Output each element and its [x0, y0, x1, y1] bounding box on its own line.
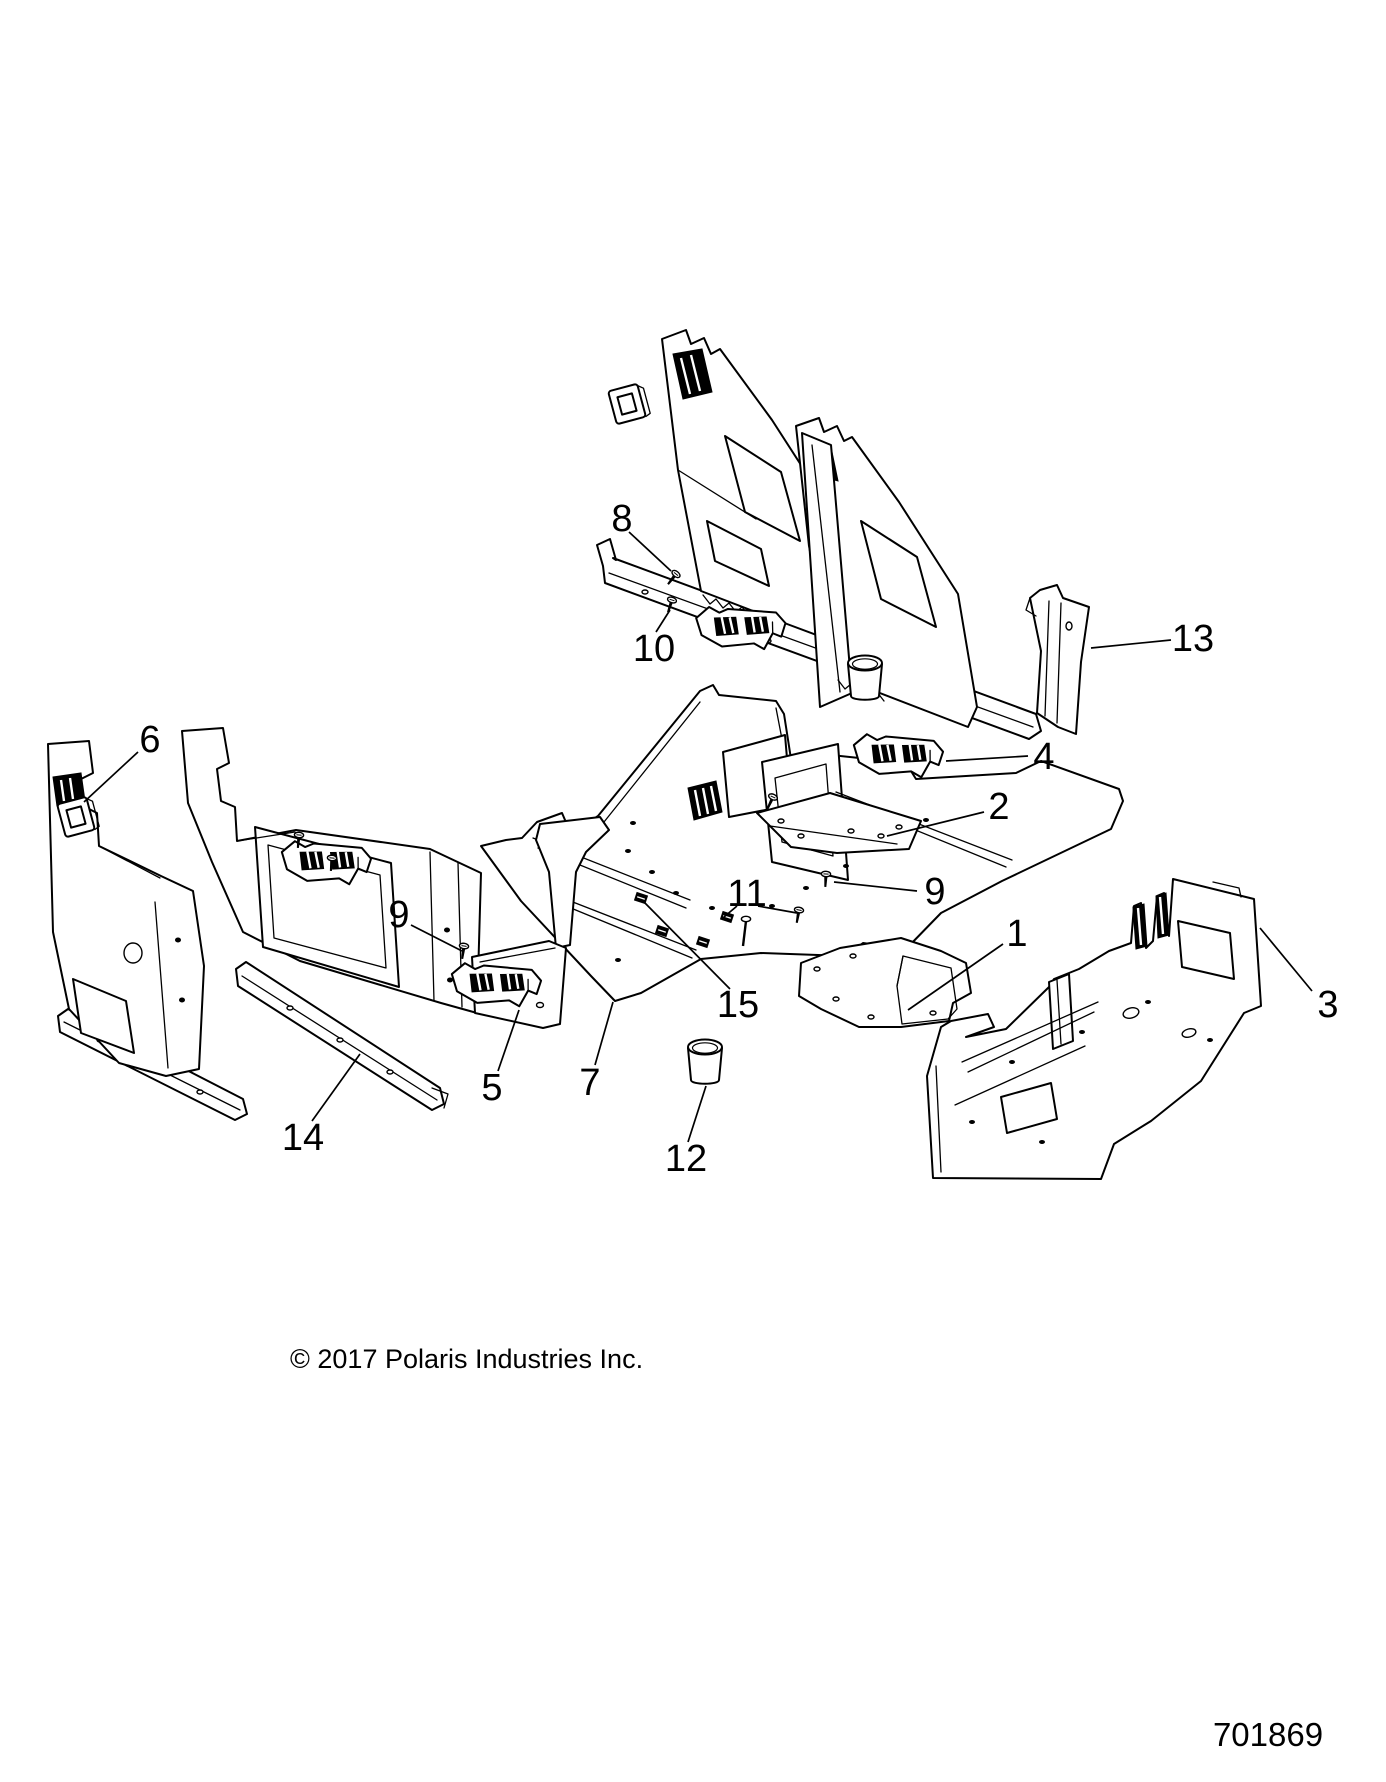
floor-mat	[798, 937, 972, 1028]
svg-text:9: 9	[924, 871, 945, 913]
catalog-number: 701869	[1213, 1716, 1323, 1753]
closeout-plate	[756, 792, 922, 854]
callout-9[interactable]: 9	[388, 894, 463, 952]
svg-text:4: 4	[1033, 736, 1054, 778]
callout-1[interactable]: 1	[907, 913, 1028, 1011]
callout-12[interactable]: 12	[665, 1085, 707, 1180]
svg-text:3: 3	[1317, 984, 1338, 1026]
svg-text:8: 8	[611, 498, 632, 540]
callout-8[interactable]: 8	[611, 498, 672, 572]
callout-4[interactable]: 4	[945, 736, 1055, 778]
svg-text:6: 6	[139, 719, 160, 761]
svg-text:11: 11	[727, 873, 766, 915]
svg-text:10: 10	[633, 628, 675, 670]
svg-text:5: 5	[481, 1067, 502, 1109]
side-panel-assembly-left	[47, 727, 482, 1121]
copyright-text: © 2017 Polaris Industries Inc.	[290, 1344, 643, 1374]
floor-panel-right	[926, 878, 1262, 1180]
closeoff-panel-left	[661, 329, 848, 644]
svg-text:7: 7	[579, 1062, 600, 1104]
closeoff-panel-right	[795, 417, 978, 728]
callout-6[interactable]: 6	[83, 719, 161, 803]
svg-text:1: 1	[1006, 913, 1027, 955]
cupholder-plug-item-12	[687, 1038, 723, 1085]
callout-3[interactable]: 3	[1259, 927, 1339, 1026]
svg-text:14: 14	[282, 1117, 324, 1159]
callout-11[interactable]: 11	[723, 873, 798, 918]
callout-13[interactable]: 13	[1090, 618, 1214, 660]
callout-7[interactable]: 7	[579, 1001, 614, 1104]
rear-closeoff-assembly	[596, 329, 1090, 740]
bolt-center	[740, 915, 752, 947]
svg-text:2: 2	[988, 786, 1009, 828]
callout-5[interactable]: 5	[481, 1009, 520, 1109]
callout-9[interactable]: 9	[833, 871, 946, 913]
callout-15[interactable]: 15	[641, 899, 759, 1026]
svg-text:13: 13	[1172, 618, 1214, 660]
svg-text:15: 15	[717, 984, 759, 1026]
closeoff-end-bracket	[1025, 584, 1090, 735]
callout-14[interactable]: 14	[282, 1053, 361, 1159]
svg-text:12: 12	[665, 1138, 707, 1180]
svg-text:9: 9	[388, 894, 409, 936]
cupholder-plug-upper	[847, 654, 883, 701]
callout-10[interactable]: 10	[633, 609, 675, 670]
callout-2[interactable]: 2	[886, 786, 1010, 837]
grommet-upper	[607, 381, 652, 426]
